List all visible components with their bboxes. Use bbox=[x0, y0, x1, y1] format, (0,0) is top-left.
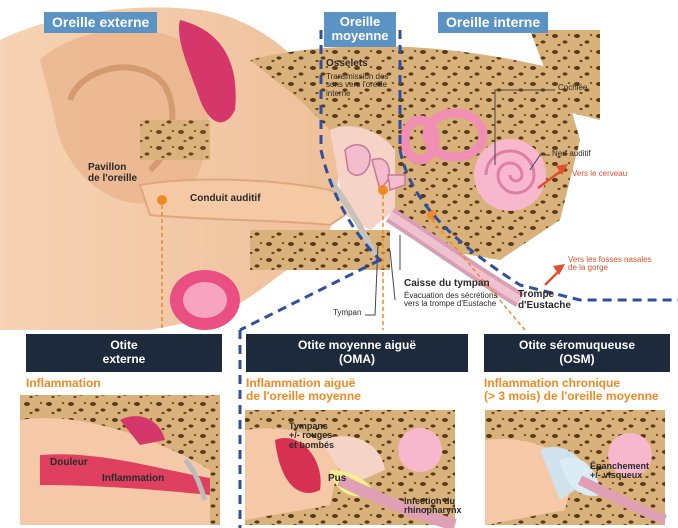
note-epanchement-line2: +/- visqueux bbox=[590, 471, 649, 480]
label-caisse-tympan: Caisse du tympan bbox=[404, 279, 490, 290]
label-evacuation: Évacuation des sécrétions vers la trompe… bbox=[404, 292, 497, 309]
oma-subtitle-line1: Inflammation aiguë bbox=[246, 377, 361, 390]
tab-oreille-moyenne: Oreille moyenne bbox=[324, 12, 396, 47]
label-tympan: Tympan bbox=[333, 309, 361, 317]
note-inflammation: Inflammation bbox=[102, 474, 164, 485]
panel-externe-title-2: externe bbox=[103, 353, 146, 367]
note-douleur: Douleur bbox=[50, 458, 88, 469]
label-vers-fosses: Vers les fosses nasales de la gorge bbox=[568, 256, 652, 273]
pavillon-line1: Pavillon bbox=[88, 163, 137, 174]
marker-canal bbox=[157, 195, 167, 205]
label-osselets: Osselets bbox=[326, 59, 368, 70]
label-osselets-desc: Transmission des sons vers l'oreille int… bbox=[326, 73, 401, 98]
note-tympans: Tympans +/- rouges et bombés bbox=[289, 422, 334, 450]
note-pus: Pus bbox=[328, 474, 346, 485]
note-infection-line2: rhinopharynx bbox=[404, 506, 462, 515]
label-pavillon: Pavillon de l'oreille bbox=[88, 163, 137, 184]
note-epanchement: Épanchement +/- visqueux bbox=[590, 462, 649, 481]
evacuation-line2: vers la trompe d'Eustache bbox=[404, 300, 497, 308]
panel-head-oma: Otite moyenne aiguë (OMA) bbox=[246, 334, 468, 372]
label-cochlee: Cochlée bbox=[558, 84, 587, 92]
label-conduit-auditif: Conduit auditif bbox=[190, 194, 261, 205]
label-nerf-auditif: Nerf auditif bbox=[552, 150, 591, 158]
note-tympans-line3: et bombés bbox=[289, 441, 334, 450]
vers-fosses-line2: de la gorge bbox=[568, 264, 652, 272]
panel-externe-subtitle: Inflammation bbox=[26, 377, 101, 390]
tab-oreille-interne: Oreille interne bbox=[438, 12, 548, 33]
panel-osm-title-1: Otite séromuqueuse bbox=[519, 339, 635, 353]
tab-moyenne-line2: moyenne bbox=[324, 29, 396, 43]
marker-middle bbox=[378, 185, 388, 195]
oma-subtitle-line2: de l'oreille moyenne bbox=[246, 390, 361, 403]
panel-oma-title-2: (OMA) bbox=[339, 353, 375, 367]
osm-subtitle-line1: Inflammation chronique bbox=[484, 377, 659, 390]
label-trompe: Trompe d'Eustache bbox=[518, 290, 571, 311]
cochlea bbox=[474, 139, 546, 211]
note-infection: Infection du rhinopharynx bbox=[404, 497, 462, 516]
panel-oma-title-1: Otite moyenne aiguë bbox=[298, 339, 416, 353]
panel-head-externe: Otite externe bbox=[26, 334, 222, 372]
label-vers-cerveau: Vers le cerveau bbox=[572, 170, 627, 178]
trompe-line1: Trompe bbox=[518, 290, 571, 301]
osselets-desc-line3: interne bbox=[326, 90, 401, 98]
panel-head-osm: Otite séromuqueuse (OSM) bbox=[484, 334, 670, 372]
trompe-line2: d'Eustache bbox=[518, 301, 571, 312]
panel-osm-title-2: (OSM) bbox=[559, 353, 594, 367]
panel-osm-subtitle: Inflammation chronique (> 3 mois) de l'o… bbox=[484, 377, 659, 402]
osm-subtitle-line2: (> 3 mois) de l'oreille moyenne bbox=[484, 390, 659, 403]
tab-moyenne-line1: Oreille bbox=[324, 15, 396, 29]
panel-externe-title-1: Otite bbox=[110, 339, 137, 353]
pavillon-line2: de l'oreille bbox=[88, 174, 137, 185]
panel-oma-subtitle: Inflammation aiguë de l'oreille moyenne bbox=[246, 377, 361, 402]
tab-oreille-externe: Oreille externe bbox=[44, 12, 157, 33]
